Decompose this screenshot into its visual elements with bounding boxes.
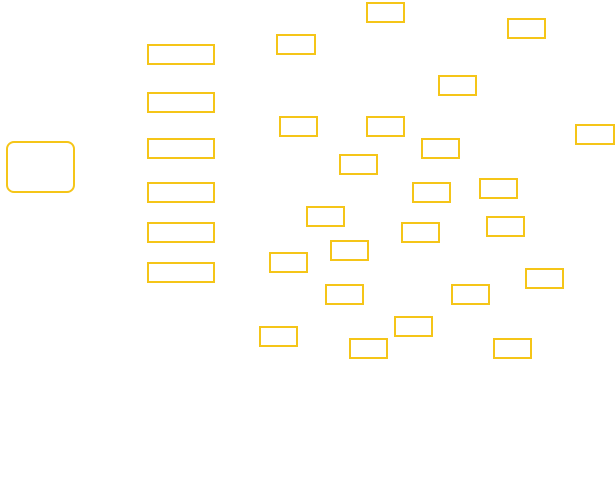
small-node: [366, 2, 405, 23]
wide-node: [147, 262, 215, 283]
small-node: [575, 124, 615, 145]
small-node: [493, 338, 532, 359]
small-node: [259, 326, 298, 347]
small-node: [451, 284, 490, 305]
small-node: [479, 178, 518, 199]
small-node: [279, 116, 318, 137]
small-node: [325, 284, 364, 305]
wide-node: [147, 182, 215, 203]
source-node: [6, 141, 75, 193]
small-node: [306, 206, 345, 227]
small-node: [339, 154, 378, 175]
small-node: [486, 216, 525, 237]
small-node: [507, 18, 546, 39]
small-node: [269, 252, 308, 273]
small-node: [349, 338, 388, 359]
small-node: [276, 34, 316, 55]
small-node: [394, 316, 433, 337]
small-node: [412, 182, 451, 203]
wide-node: [147, 222, 215, 243]
small-node: [525, 268, 564, 289]
small-node: [401, 222, 440, 243]
small-node: [438, 75, 477, 96]
wide-node: [147, 44, 215, 65]
wide-node: [147, 92, 215, 113]
small-node: [421, 138, 460, 159]
wide-node: [147, 138, 215, 159]
small-node: [366, 116, 405, 137]
small-node: [330, 240, 369, 261]
